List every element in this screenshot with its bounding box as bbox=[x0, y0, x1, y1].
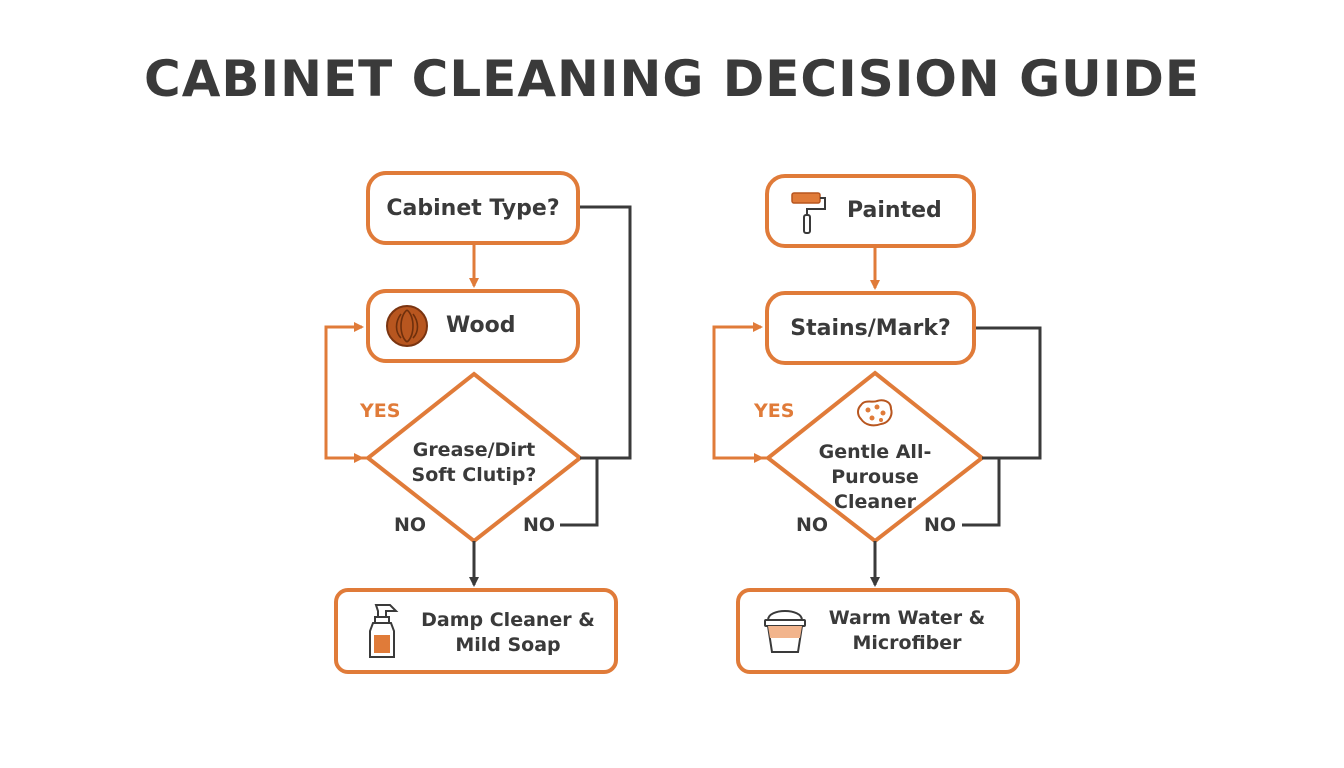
right-no-right-loop bbox=[962, 458, 1001, 527]
left-no-right-label: NO bbox=[523, 514, 556, 536]
bucket-icon bbox=[764, 610, 806, 653]
right-decision-line1: Gentle All-Purouse bbox=[818, 441, 932, 488]
right-result-box bbox=[736, 588, 1020, 674]
right-decision-line2: Cleaner bbox=[834, 491, 916, 513]
left-no-right-connector bbox=[580, 205, 632, 460]
left-decision-line1: Grease/Dirt bbox=[412, 439, 536, 461]
right-no-right-connector bbox=[976, 326, 1042, 460]
left-yes-label: YES bbox=[360, 400, 401, 422]
spray-bottle-icon bbox=[369, 604, 399, 658]
left-decision-label: Grease/Dirt Soft Clutip? bbox=[398, 438, 550, 488]
left-result-box bbox=[334, 588, 618, 674]
wood-grain-icon bbox=[386, 305, 428, 347]
left-start-label: Cabinet Type? bbox=[386, 195, 560, 221]
right-yes-loop-connector bbox=[712, 322, 768, 460]
right-decision-label: Gentle All-Purouse Cleaner bbox=[775, 440, 975, 515]
left-result-line1: Damp Cleaner & bbox=[421, 609, 595, 631]
right-result-line2: Microfiber bbox=[852, 632, 962, 654]
paint-roller-icon bbox=[791, 192, 826, 234]
page-title: CABINET CLEANING DECISION GUIDE bbox=[144, 50, 1200, 108]
right-start-label: Painted bbox=[847, 198, 942, 223]
left-material-box bbox=[366, 289, 580, 363]
left-decision-line2: Soft Clutip? bbox=[411, 464, 537, 486]
left-no-bottom-label: NO bbox=[394, 514, 427, 536]
right-question-label: Stains/Mark? bbox=[790, 315, 951, 341]
sponge-icon bbox=[857, 399, 893, 427]
left-no-right-loop bbox=[560, 458, 599, 527]
left-yes-loop-connector bbox=[324, 322, 368, 460]
left-material-label: Wood bbox=[446, 313, 516, 338]
left-result-line2: Mild Soap bbox=[455, 634, 561, 656]
left-result-label: Damp Cleaner & Mild Soap bbox=[408, 608, 608, 658]
right-yes-label: YES bbox=[754, 400, 795, 422]
right-question-box bbox=[765, 291, 976, 365]
left-start-box bbox=[366, 171, 580, 245]
right-no-right-label: NO bbox=[924, 514, 957, 536]
right-result-line1: Warm Water & bbox=[828, 607, 986, 629]
right-no-bottom-label: NO bbox=[796, 514, 829, 536]
right-result-label: Warm Water & Microfiber bbox=[812, 606, 1002, 656]
